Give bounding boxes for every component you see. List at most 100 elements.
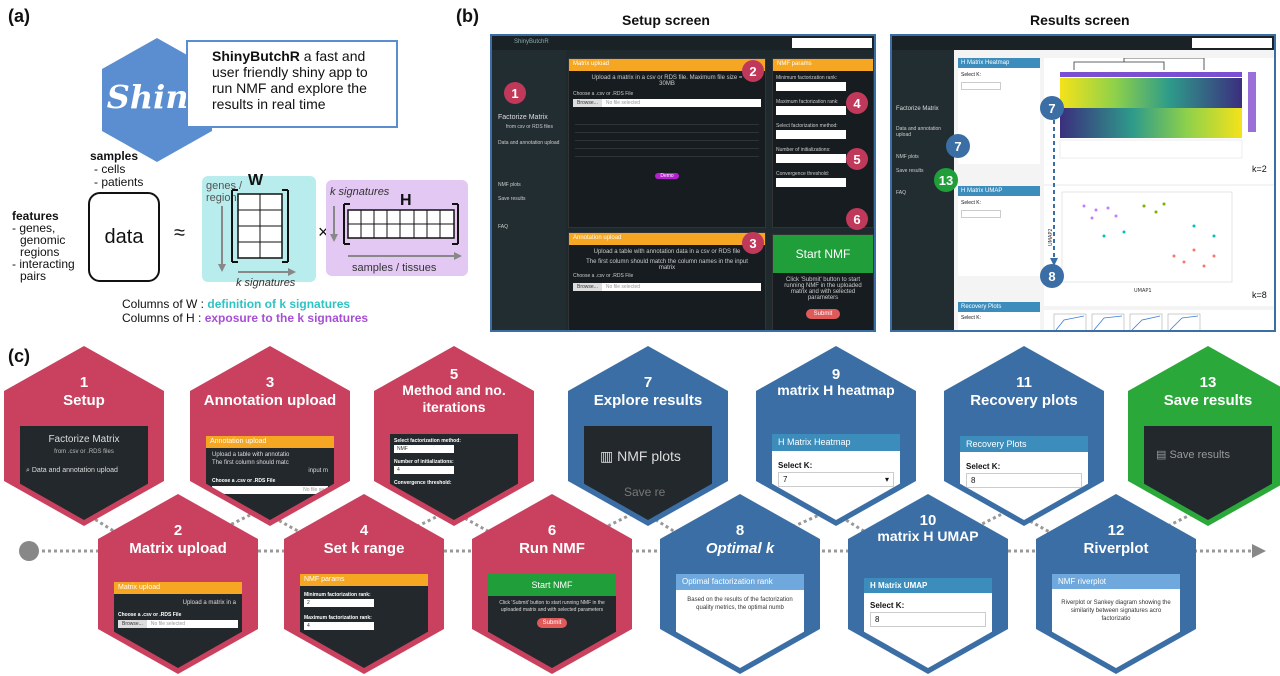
step-content-sub: from .csv or .RDS files [54,449,114,455]
step-title: Setup [63,392,105,409]
select-k-input[interactable]: 8 [870,612,986,627]
badge-8: 7 [1040,96,1064,120]
umap-panel: UMAP1 UMAP2 k=8 [1044,186,1274,306]
step-title: Explore results [593,392,703,409]
sidebar-item[interactable]: FAQ [896,190,907,196]
choose-file-label: Choose a .csv or .RDS File [573,91,634,97]
file-input[interactable]: No file se [212,486,328,494]
min-rank-label: Minimum factorization rank: [776,75,838,81]
sidebar-item[interactable]: Save results [896,168,924,174]
nmf-params-card: NMF params Minimum factorization rank: M… [772,58,874,228]
step-number: 13 [1199,374,1217,391]
step-number: 8 [735,522,745,539]
n-init-input[interactable]: 4 [394,466,454,474]
select-k-label: Select K: [966,462,1001,471]
features-legend: features - genes, genomic regions - inte… [12,210,75,282]
conv-input[interactable] [776,178,846,187]
sidebar-title[interactable]: Factorize Matrix [498,114,548,121]
badge-3: 3 [742,232,764,254]
setup-topbar: ShinyButchR [492,36,874,50]
samples-item: - cells [94,162,126,176]
nmf-plots-item[interactable]: ▥ NMF plots [600,448,681,464]
max-rank-input[interactable]: 4 [304,622,374,630]
select-k-dropdown[interactable]: 7▾ [778,472,894,487]
umap-y-label: UMAP2 [1048,228,1054,246]
sidebar-item[interactable]: NMF plots [896,154,919,160]
sidebar-item[interactable]: Data and annotation upload [498,140,560,146]
save-results-item[interactable]: Save re [624,485,666,499]
panel-label-c: (c) [8,346,30,366]
method-select[interactable] [776,130,846,139]
sidebar-item[interactable]: NMF plots [498,182,521,188]
k8-label: k=8 [1252,290,1267,300]
method-select[interactable]: NMF [394,445,454,453]
step-bar: NMF params [300,574,428,586]
step-title: Method and no. iterations [402,382,506,415]
sidebar-title[interactable]: Factorize Matrix [896,106,939,112]
cols-w-prefix: Columns of W : [122,297,208,311]
step-number: 9 [831,366,841,383]
demo-button[interactable]: Demo [655,173,679,179]
browse-button[interactable]: Browse... [118,620,147,628]
step-title: Riverplot [1083,540,1149,557]
sidebar-sub: from csv or RDS files [506,124,553,130]
step-number: 2 [173,522,183,539]
step-number: 7 [643,374,653,391]
submit-button[interactable]: Submit [806,309,840,319]
data-label: data [104,225,144,248]
sidebar-item[interactable]: Data and annotation upload [896,126,942,138]
start-nmf-text: Click 'Submit' button to start running N… [784,277,862,301]
select-k-dropdown[interactable] [961,210,1001,218]
select-k-input[interactable]: 8 [966,473,1082,488]
method-label: Select factorization method: [776,123,838,129]
browse-button[interactable]: Browse... [573,99,602,107]
max-rank-input[interactable] [776,106,846,115]
step-title: Optimal k [705,540,775,557]
min-rank-label: Minimum factorization rank: [304,592,371,598]
step-bar: Start NMF [488,574,616,596]
step-title: matrix H UMAP [877,528,979,544]
sidebar-item[interactable]: Save results [498,196,526,202]
k2-label: k=2 [1252,164,1267,174]
step-number: 12 [1107,522,1125,539]
step-text: Based on the results of the factorizatio… [687,597,793,611]
features-item: regions [20,245,60,259]
select-k-dropdown[interactable] [961,82,1001,90]
annotation-bar: Annotation upload [569,233,765,245]
min-rank-input[interactable] [776,82,846,91]
save-results-item[interactable]: ▤ Save results [1156,449,1230,461]
step-file-label: Choose a .csv or .RDS File [118,612,182,618]
panel-label-a: (a) [8,6,30,26]
badge-6: 6 [846,208,868,230]
browse-button[interactable]: Browse... [573,283,602,291]
step-title: Set k range [323,540,405,557]
step-title: Run NMF [519,540,585,557]
conv-label: Convergence threshold: [394,480,452,486]
tagline-box: ShinyButchR a fast and user friendly shi… [186,40,398,128]
conv-label: Convergence threshold: [776,171,830,177]
step-content-item[interactable]: ⌕ Data and annotation upload [26,467,118,474]
min-rank-input[interactable]: 2 [304,599,374,607]
step-number: 3 [265,374,275,391]
file-input[interactable]: No file selected [601,99,761,107]
step-number: 4 [359,522,369,539]
step-bar: Optimal factorization rank [676,574,804,590]
w-k-signatures-label: k signatures [236,277,296,289]
file-input[interactable]: No file selected [601,283,761,291]
submit-button[interactable]: Submit [537,618,567,628]
annotation-text2: The first column should match the column… [586,259,748,271]
approx-sign: ≈ [174,222,185,244]
heatmap-bar: H Matrix Heatmap [958,58,1040,68]
file-input[interactable]: No file selected [146,620,238,628]
sidebar-item[interactable]: FAQ [498,224,509,230]
n-init-input[interactable] [776,154,846,163]
step-title: Recovery plots [970,392,1078,409]
cols-h-def: exposure to the k signatures [204,311,369,325]
recovery-controls-card: Recovery Plots Select K: [958,302,1040,330]
step-file-label: Choose a .csv or .RDS File [212,478,276,484]
app-name: ShinyButchR [514,39,549,45]
dkfz-logo [792,38,872,48]
badge-1: 1 [504,82,526,104]
step-title: Annotation upload [203,392,337,409]
matrix-upload-bar: Matrix upload [569,59,765,71]
